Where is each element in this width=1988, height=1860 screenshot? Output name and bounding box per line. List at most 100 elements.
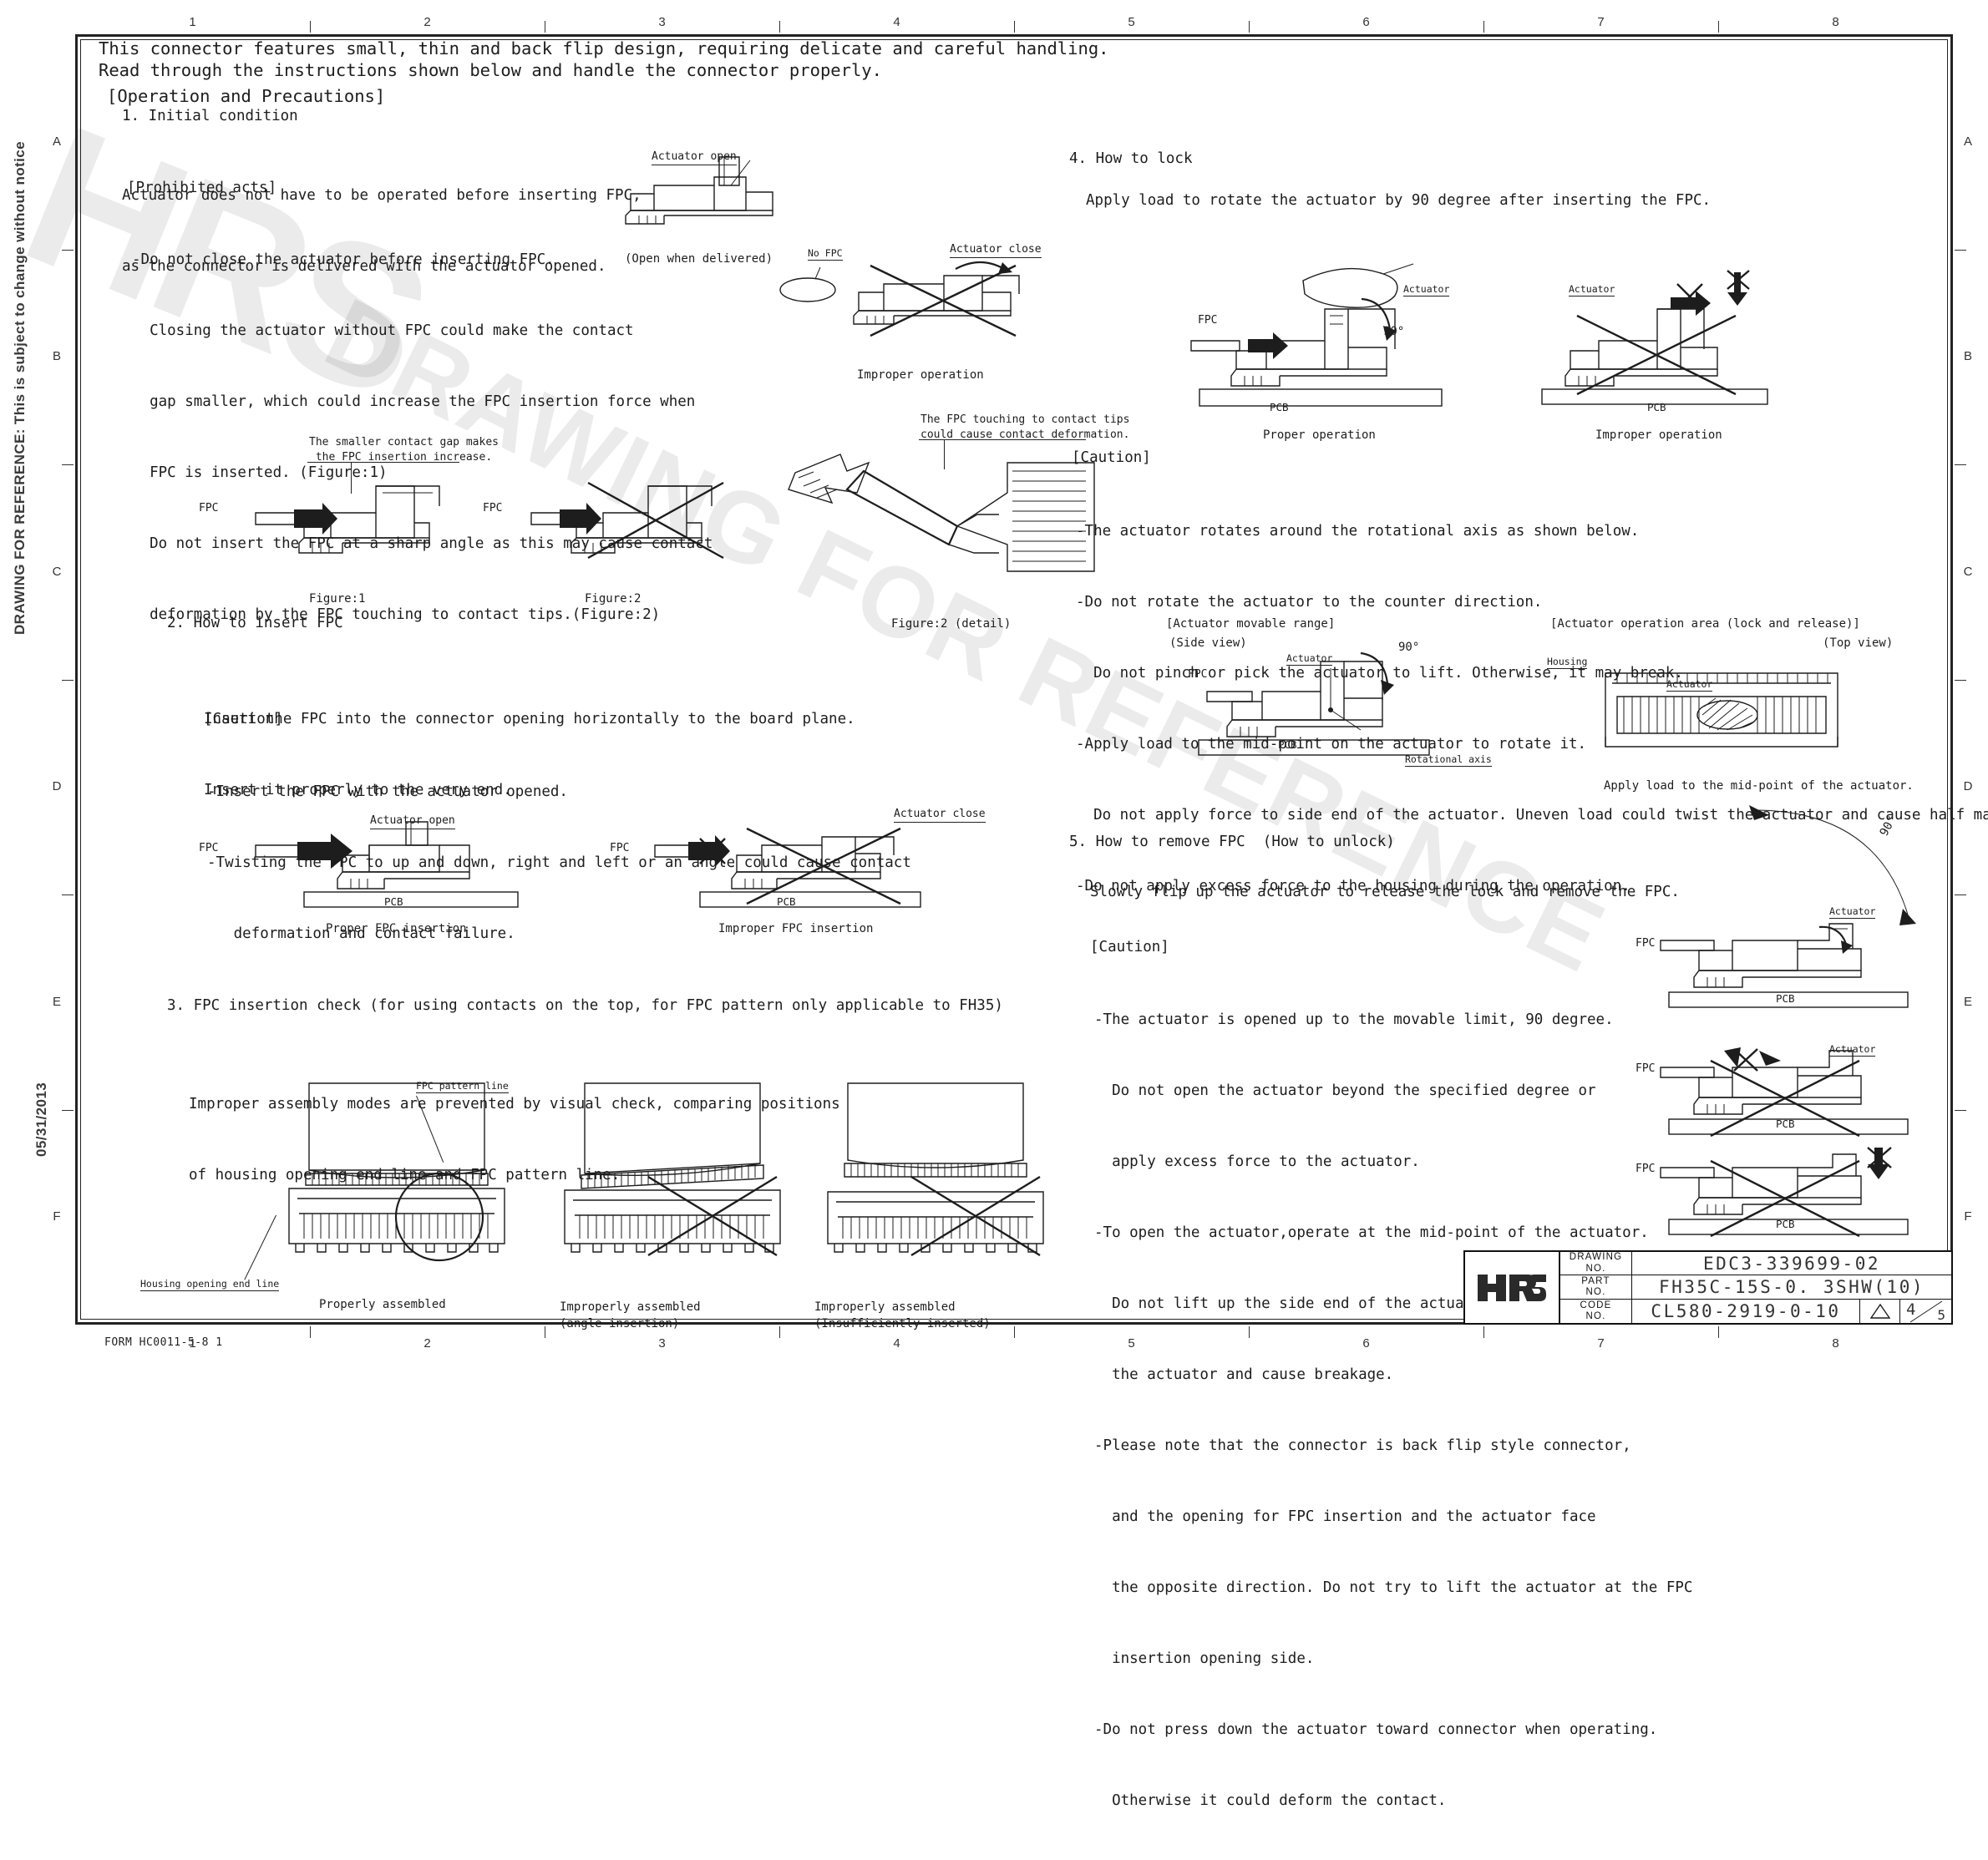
ruler-column-3: 3	[658, 15, 666, 29]
ruler-column-1: 1	[189, 1336, 196, 1351]
ruler-tick	[779, 21, 780, 33]
s5-caution-1: Do not open the actuator beyond the spec…	[1094, 1082, 1596, 1099]
ruler-row-E: E	[1963, 994, 1972, 1009]
s5-caution-7: and the opening for FPC insertion and th…	[1094, 1508, 1596, 1525]
label-fpc-unlock-2: FPC	[1636, 1062, 1656, 1075]
hrs-logo	[1465, 1252, 1559, 1323]
s2-body-0: Insert the FPC into the connector openin…	[204, 710, 855, 727]
part-no-label-1: PART	[1581, 1275, 1610, 1286]
label-housing-opening-end-line: Housing opening end line	[140, 1278, 280, 1291]
figure-unlock-1	[1656, 919, 1923, 1027]
label-improperly-assembled-insufficient: Improperly assembled (Insufficiently ins…	[814, 1300, 991, 1331]
figure-1	[251, 458, 468, 575]
label-figure1: Figure:1	[309, 592, 366, 606]
s2-caution-list: -Insert the FPC with the actuator opened…	[207, 732, 911, 993]
figure-improper-angle	[551, 1080, 802, 1272]
figure-2-detail	[777, 434, 1111, 593]
reference-note-line2: 05/31/2013	[33, 1082, 49, 1157]
ruler-tick	[1955, 1109, 1966, 1111]
s5-caution-list: -The actuator is opened up to the movabl…	[1094, 960, 1692, 1860]
title-block-row-code: CODE NO. CL580-2919-0-10 4 5	[1560, 1299, 1951, 1323]
ruler-row-F: F	[53, 1209, 61, 1224]
label-fpc-fig1: FPC	[199, 502, 219, 514]
s3-body-0: Improper assembly modes are prevented by…	[189, 1095, 840, 1112]
ruler-tick	[62, 464, 74, 465]
figure-unlock-arc	[1746, 803, 1946, 929]
ruler-row-B: B	[52, 349, 61, 364]
figure-operation-area	[1587, 660, 1863, 768]
s5-caution-title: [Caution]	[1090, 939, 1169, 955]
s2-heading: 2. How to insert FPC	[167, 615, 343, 631]
ruler-row-B: B	[1963, 349, 1972, 364]
ruler-tick	[62, 1109, 74, 1111]
title-block-row-part: PART NO. FH35C-15S-0. 3SHW(10)	[1560, 1275, 1951, 1300]
code-no-label-1: CODE	[1580, 1300, 1612, 1310]
s5-caution-6: -Please note that the connector is back …	[1094, 1437, 1631, 1454]
ruler-tick	[1955, 464, 1966, 465]
label-actuator-open-top: Actuator open	[652, 150, 737, 165]
section-title: [Operation and Precautions]	[107, 86, 386, 106]
figure-unlock-2	[1656, 1046, 1923, 1154]
s2-caution-2: deformation and contact failure.	[207, 925, 515, 942]
s5-body-0: Slowly flip up the actuator to release t…	[1090, 884, 1680, 900]
figure-improper-lock	[1537, 267, 1788, 418]
label-fpc-fig2: FPC	[483, 502, 503, 514]
label-improperly-assembled-angle: Improperly assembled (angle insertion)	[560, 1300, 701, 1331]
s1-prohibited-3: FPC is inserted. (Figure:1)	[132, 464, 388, 481]
s4-caution-1: -Do not rotate the actuator to the count…	[1076, 593, 1543, 611]
header-line1: This connector features small, thin and …	[99, 38, 1109, 58]
s4-heading: 4. How to lock	[1069, 150, 1193, 167]
label-fpc-improper: FPC	[610, 842, 630, 854]
leader-line-gap-v	[351, 462, 352, 494]
label-fpc-movable: FPC	[1188, 668, 1208, 681]
label-fpc-unlock-3: FPC	[1636, 1163, 1656, 1175]
label-apply-midpoint: Apply load to the mid-point of the actua…	[1604, 779, 1914, 793]
ruler-tick	[310, 21, 311, 33]
s1-prohibited-title: [Prohibited acts]	[127, 180, 277, 196]
ruler-row-C: C	[1963, 564, 1973, 579]
s5-caution-3: -To open the actuator,operate at the mid…	[1094, 1224, 1649, 1241]
leader-line-gap	[307, 462, 459, 463]
s1-prohibited-2: gap smaller, which could increase the FP…	[132, 393, 696, 410]
s5-caution-2: apply excess force to the actuator.	[1094, 1153, 1420, 1170]
ruler-tick	[779, 1326, 780, 1338]
s4-caution-4: Do not apply force to side end of the ac…	[1076, 806, 1988, 824]
leader-line-tips-v	[944, 439, 945, 469]
s2-caution-1: -Twisting the FPC to up and down, right …	[207, 854, 911, 871]
label-operation-area: [Actuator operation area (lock and relea…	[1550, 617, 1860, 631]
figure-open-when-delivered	[614, 155, 839, 247]
ruler-tick	[1483, 21, 1484, 33]
drawing-no-label-2: NO.	[1585, 1263, 1606, 1274]
label-proper-operation: Proper operation	[1263, 428, 1376, 442]
ruler-tick	[1718, 1326, 1719, 1338]
label-open-when-delivered: (Open when delivered)	[625, 252, 773, 266]
label-fpc-unlock-1: FPC	[1636, 937, 1656, 950]
drawing-frame-inner	[80, 39, 1948, 1320]
label-improper-operation-2: Improper operation	[1595, 428, 1722, 442]
figure-properly-assembled	[276, 1080, 526, 1272]
label-actuator-proper: Actuator	[1403, 283, 1450, 296]
label-pcb-improper-lock: PCB	[1647, 401, 1666, 413]
label-pcb-unlock-1: PCB	[1776, 992, 1795, 1005]
s1-body-1: as the connector is delivered with the a…	[122, 257, 606, 275]
note-smaller-gap-text: The smaller contact gap makes the FPC in…	[309, 436, 499, 464]
note-smaller-gap: The smaller contact gap makes the FPC in…	[309, 435, 499, 464]
ruler-column-3: 3	[658, 1336, 666, 1351]
figure-improper-insufficient	[814, 1080, 1065, 1272]
code-no-label-2: NO.	[1585, 1310, 1606, 1321]
label-pcb-proper: PCB	[384, 895, 403, 908]
s4-caution-5: -Do not apply excess force to the housin…	[1076, 877, 1630, 895]
label-housing: Housing	[1547, 656, 1588, 669]
ruler-row-A: A	[1963, 134, 1972, 149]
s3-heading: 3. FPC insertion check (for using contac…	[167, 997, 1003, 1014]
label-proper-fpc-insertion: Proper FPC insertion	[326, 922, 467, 935]
figure-movable-range	[1182, 643, 1449, 768]
revision-triangle	[1859, 1299, 1899, 1323]
label-properly-assembled: Properly assembled	[319, 1298, 446, 1311]
s5-heading: 5. How to remove FPC (How to unlock)	[1069, 834, 1395, 850]
s3-body-1: of housing opening end line and FPC patt…	[189, 1166, 621, 1183]
s1-prohibited-list: -Do not close the actuator before insert…	[132, 200, 713, 674]
code-no-label: CODE NO.	[1560, 1299, 1632, 1323]
page-indicator: 4 5	[1899, 1299, 1951, 1323]
note-contact-tips: The FPC touching to contact tips could c…	[920, 413, 1129, 442]
